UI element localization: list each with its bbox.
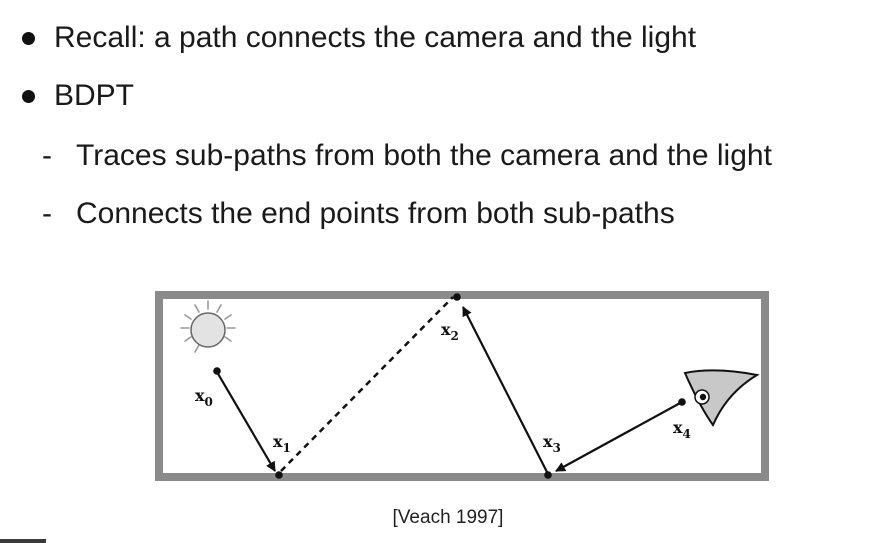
bullet-dot-icon <box>22 32 35 45</box>
light-source-icon <box>180 300 236 353</box>
camera-eye-icon <box>683 369 760 428</box>
sub-bullet-text: Traces sub-paths from both the camera an… <box>76 139 772 172</box>
path-segment-x4-x3 <box>555 401 683 472</box>
vertex-x0 <box>213 367 221 375</box>
sub-bullet-item-traces: - Traces sub-paths from both the camera … <box>42 136 772 176</box>
sub-bullet-dash: - <box>42 139 52 172</box>
bullet-text: Recall: a path connects the camera and t… <box>54 21 697 54</box>
label-x4: x4 <box>673 418 691 441</box>
label-x1: x1 <box>273 432 291 455</box>
vertex-x2 <box>453 293 461 301</box>
sub-bullet-list: - Traces sub-paths from both the camera … <box>42 136 772 252</box>
path-segment-x0-x1 <box>216 371 276 472</box>
label-x0: x0 <box>195 386 213 409</box>
vertex-x1 <box>275 471 283 479</box>
bullet-item-recall: Recall: a path connects the camera and t… <box>18 18 696 58</box>
vertex-x4 <box>678 398 686 406</box>
bullet-dot-icon <box>22 90 35 103</box>
path-segment-x3-x2 <box>462 306 549 475</box>
bullet-list: Recall: a path connects the camera and t… <box>18 18 696 134</box>
corner-mark <box>0 539 46 543</box>
label-x3: x3 <box>543 432 561 455</box>
bullet-text: BDPT <box>54 79 135 112</box>
figure-caption: [Veach 1997] <box>392 507 504 528</box>
bdpt-path-diagram: x0 x1 x2 x3 x4 <box>155 291 769 481</box>
label-x2: x2 <box>441 320 459 343</box>
path-segment-x1-x2-dashed <box>280 296 454 472</box>
sub-bullet-dash: - <box>42 197 52 230</box>
scene-box <box>155 291 769 481</box>
bullet-item-bdpt: BDPT <box>18 76 696 116</box>
vertex-x3 <box>544 471 552 479</box>
sub-bullet-text: Connects the end points from both sub-pa… <box>76 197 675 230</box>
sub-bullet-item-connects: - Connects the end points from both sub-… <box>42 194 772 234</box>
